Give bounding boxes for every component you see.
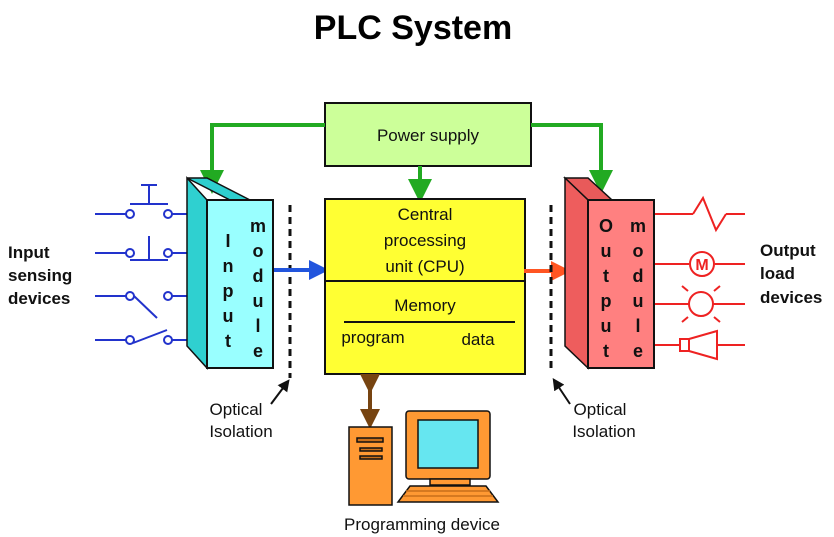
svg-text:sensing: sensing — [8, 266, 72, 285]
svg-text:O: O — [599, 216, 613, 236]
heater-resistor-icon — [655, 195, 745, 233]
output-devices: M — [655, 195, 745, 361]
optical-isolation-label-left: Optical Isolation — [209, 379, 290, 441]
memory-data-label: data — [461, 330, 495, 349]
svg-text:p: p — [223, 281, 234, 301]
svg-text:u: u — [633, 291, 644, 311]
memory-program-label: program — [341, 328, 404, 347]
svg-text:t: t — [603, 341, 609, 361]
cpu-label-line3: unit (CPU) — [385, 257, 464, 276]
switch-closed-icon — [95, 329, 195, 345]
svg-text:u: u — [223, 306, 234, 326]
svg-text:l: l — [635, 316, 640, 336]
power-supply-box: Power supply — [324, 102, 532, 167]
svg-text:u: u — [253, 291, 264, 311]
svg-text:t: t — [603, 266, 609, 286]
svg-text:u: u — [601, 241, 612, 261]
svg-text:Input: Input — [8, 243, 50, 262]
svg-text:Isolation: Isolation — [209, 422, 272, 441]
switch-toggle-icon — [95, 291, 195, 319]
programming-device-label: Programming device — [344, 515, 500, 534]
lamp-icon — [655, 285, 745, 323]
svg-text:e: e — [253, 341, 263, 361]
output-module-label-word2: m o d u l e — [630, 216, 646, 361]
computer-icon — [348, 410, 500, 506]
svg-text:o: o — [253, 241, 264, 261]
input-module-box: I n p u t m o d u l e — [186, 176, 274, 370]
svg-text:load: load — [760, 264, 795, 283]
svg-text:Optical: Optical — [574, 400, 627, 419]
svg-text:t: t — [225, 331, 231, 351]
svg-text:d: d — [253, 266, 264, 286]
svg-text:o: o — [633, 241, 644, 261]
svg-text:m: m — [630, 216, 646, 236]
cpu-label-line2: processing — [384, 231, 466, 250]
svg-text:p: p — [601, 291, 612, 311]
svg-text:devices: devices — [760, 288, 822, 307]
power-arrows — [200, 123, 613, 203]
svg-text:devices: devices — [8, 289, 70, 308]
output-devices-label: Output load devices — [760, 241, 822, 307]
memory-label: Memory — [394, 296, 456, 315]
cpu-box: Central processing unit (CPU) Memory pro… — [324, 198, 526, 375]
svg-text:u: u — [601, 316, 612, 336]
svg-text:Optical: Optical — [210, 400, 263, 419]
switch-nc-pushbutton-icon — [95, 236, 195, 261]
switch-no-pushbutton-icon — [95, 184, 195, 219]
input-devices — [95, 184, 195, 345]
svg-text:n: n — [223, 256, 234, 276]
svg-text:m: m — [250, 216, 266, 236]
input-module-label-word1: I n p u t — [223, 231, 234, 351]
motor-symbol: M — [695, 257, 708, 274]
input-module-label-word2: m o d u l e — [250, 216, 266, 361]
optical-isolation-label-right: Optical Isolation — [552, 378, 636, 441]
input-devices-label: Input sensing devices — [8, 243, 72, 308]
svg-text:Isolation: Isolation — [572, 422, 635, 441]
output-module-label-word1: O u t p u t — [599, 216, 613, 361]
output-module-box: O u t p u t m o d u l e — [563, 176, 655, 370]
svg-text:e: e — [633, 341, 643, 361]
horn-icon — [655, 329, 745, 361]
power-arrow-input — [200, 123, 325, 194]
svg-text:Output: Output — [760, 241, 816, 260]
power-supply-label: Power supply — [377, 126, 480, 145]
svg-text:d: d — [633, 266, 644, 286]
svg-text:I: I — [225, 231, 230, 251]
diagram-title: PLC System — [314, 9, 512, 47]
cpu-label-line1: Central — [398, 205, 453, 224]
motor-icon: M — [655, 251, 745, 277]
power-arrow-output — [531, 123, 613, 194]
svg-text:l: l — [255, 316, 260, 336]
